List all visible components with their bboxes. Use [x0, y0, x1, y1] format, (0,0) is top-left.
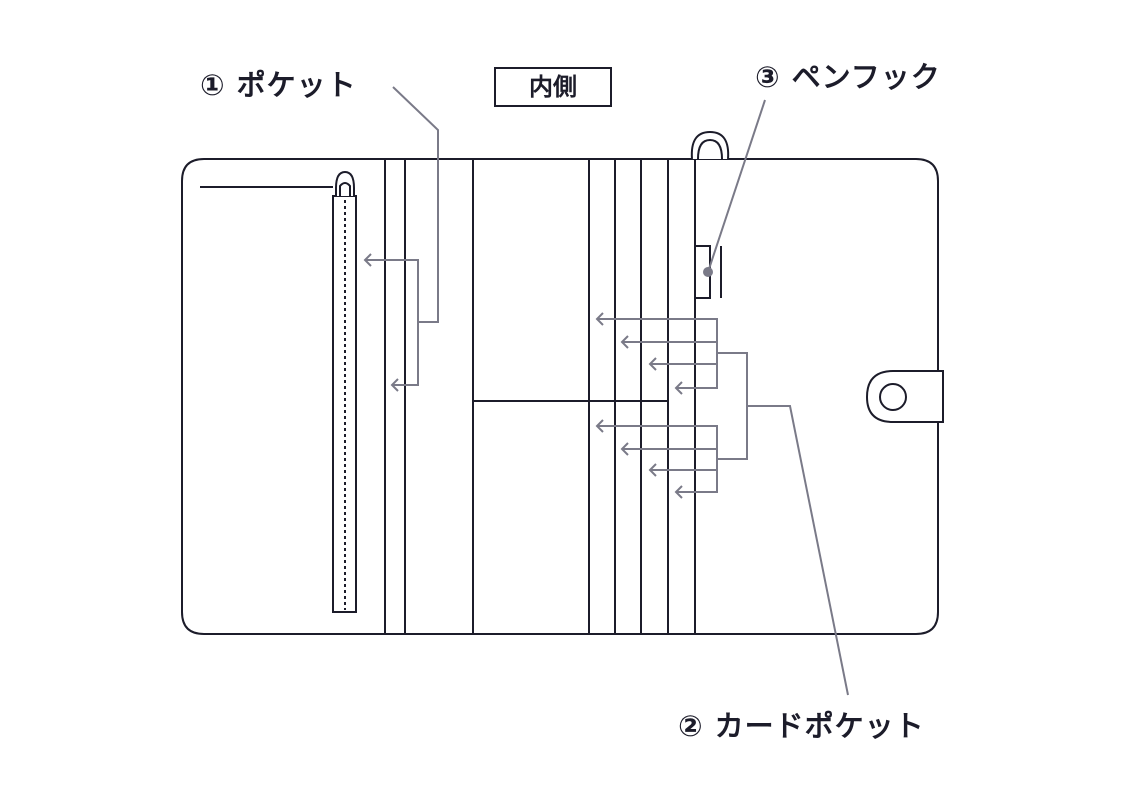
label-pen-hook: ③ ペンフック [755, 60, 941, 94]
label-pocket: ① ポケット [200, 68, 357, 102]
leader-lines [363, 86, 849, 696]
pen-hook-marker-icon [703, 267, 713, 277]
zipper [200, 170, 357, 613]
pocket-dividers [384, 159, 696, 634]
card-pocket-arrows [595, 312, 849, 696]
d-ring [690, 130, 730, 160]
label-inside: 内側 [494, 67, 612, 107]
pen-hook-leader [707, 99, 766, 273]
label-card-pocket: ② カードポケット [678, 709, 925, 743]
organizer-body [181, 158, 939, 635]
snap-tab [865, 370, 944, 423]
pocket-arrows [363, 86, 439, 392]
